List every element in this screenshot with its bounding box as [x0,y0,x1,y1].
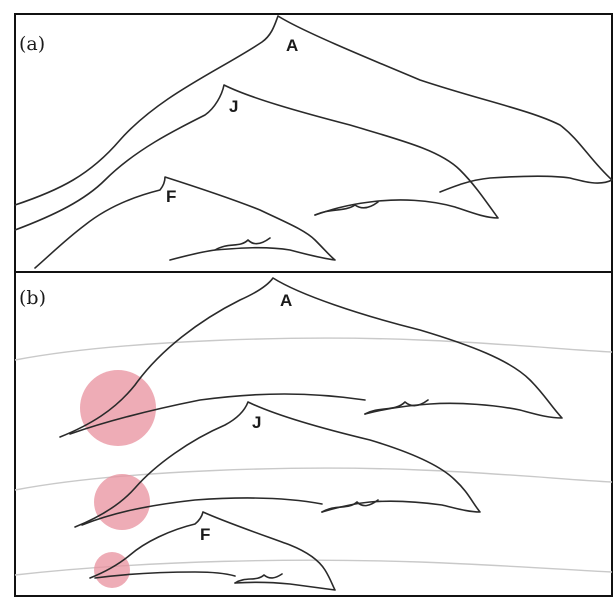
dolphin-j-tag: J [229,97,238,116]
panel-b: (b) A J F [15,272,612,596]
dolphin-f-outline [35,177,335,268]
panel-a-frame [15,14,612,272]
dolphin-b-j-tag: J [252,413,261,432]
dolphin-a-tag: A [286,36,298,55]
highlight-circle-f [94,552,130,588]
water-line-1 [15,338,612,360]
panel-b-label: (b) [19,287,46,309]
dolphin-b-a-tag: A [280,291,292,310]
highlight-circle-j [94,474,150,530]
panel-a-label: (a) [19,33,45,55]
highlight-circle-a [80,370,156,446]
dolphin-f-tag: F [166,187,176,206]
panel-a: (a) A J F [15,14,612,272]
dolphin-a-outline [15,16,612,205]
dolphin-j-flipper [315,202,378,215]
dolphin-b-f-tag: F [200,525,210,544]
